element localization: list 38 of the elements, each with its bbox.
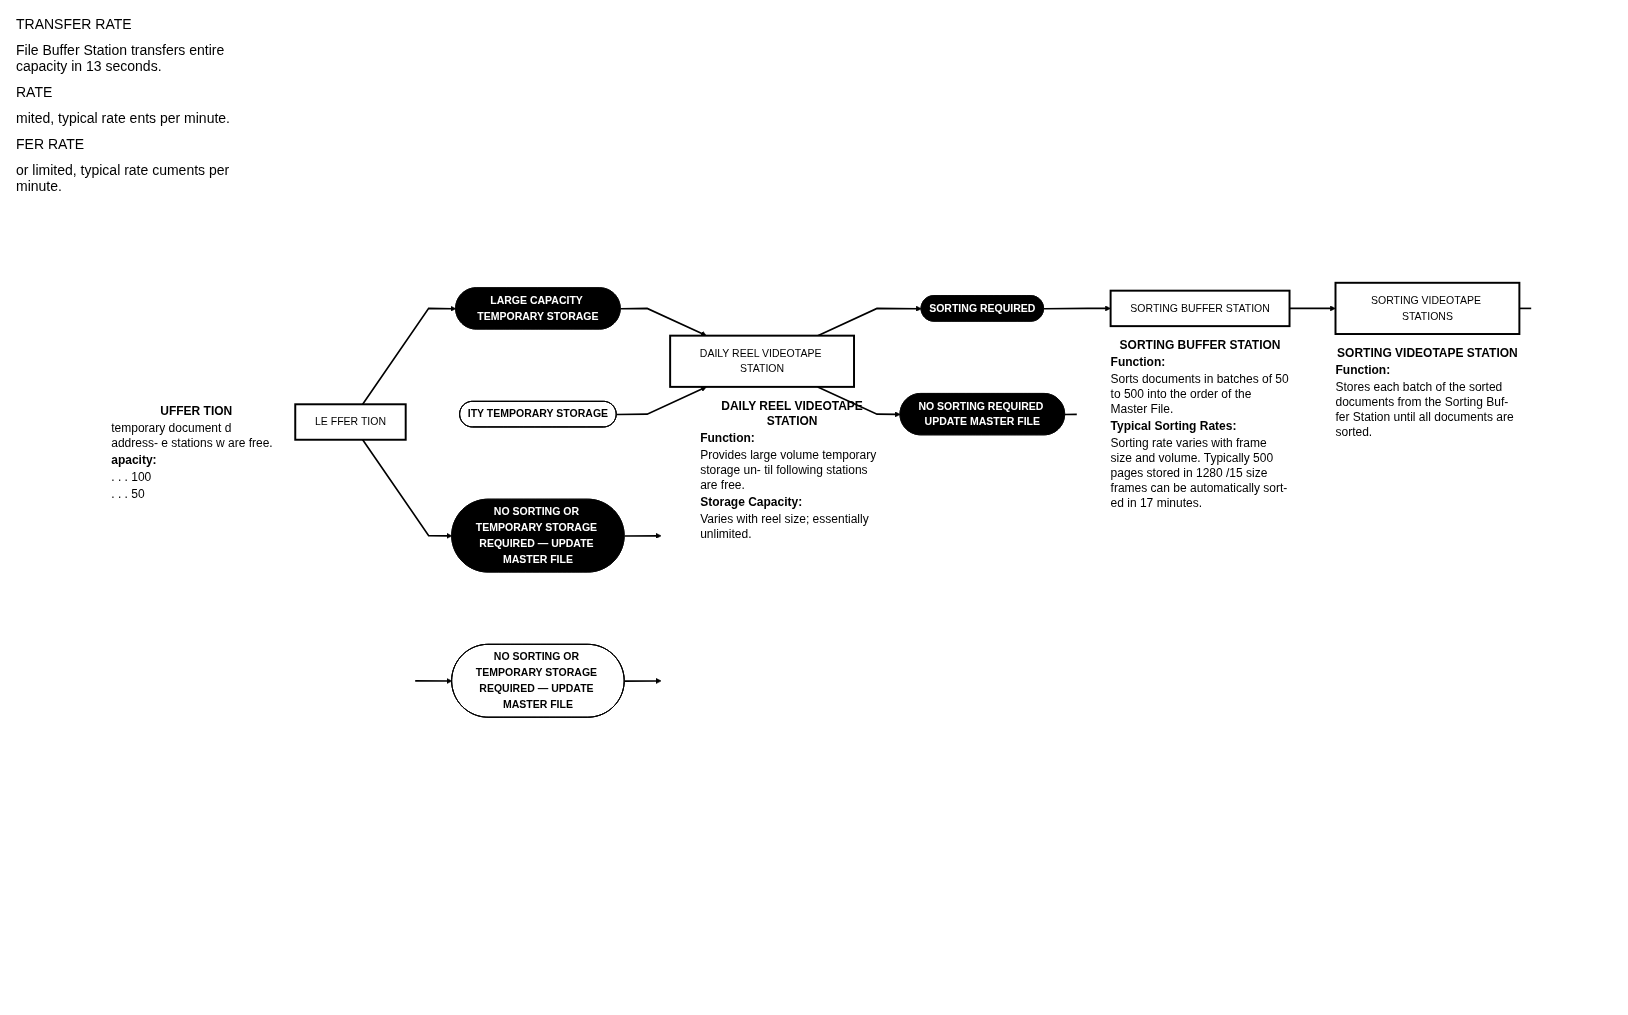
arrow xyxy=(816,386,901,418)
caption-text: Stores each batch of the sorted documents from the Sorting Buf- fer Station until all documents are sorted. xyxy=(1335,380,1515,440)
caption-text: . . . 50 xyxy=(111,487,146,503)
caption-heading: Storage Capacity: xyxy=(700,494,804,510)
caption-text: Provides large volume temporary storage un- til following stations are free. xyxy=(700,447,878,493)
arrow xyxy=(414,678,453,684)
caption-heading: Function: xyxy=(1110,355,1167,371)
caption-text: Sorts documents in batches of 50 to 500 into the order of the Master File. xyxy=(1110,372,1290,418)
arrow xyxy=(1043,305,1111,312)
caption-heading: Function: xyxy=(700,430,756,446)
node-box: DAILY REEL VIDEOTAPE STATION xyxy=(669,334,855,388)
caption-text: . . . 100 xyxy=(111,470,153,486)
arrow xyxy=(361,305,457,406)
caption-heading: SORTING VIDEOTAPE STATION xyxy=(1336,346,1519,361)
note-text: or limited, typical rate cuments per minute. xyxy=(16,162,231,194)
caption-heading: apacity: xyxy=(111,453,158,469)
note-text: FER RATE xyxy=(16,136,86,152)
arrow xyxy=(816,305,922,337)
caption-text: Sorting rate varies with frame size and volume. Typically 500 pages stored in 1280 /15 size frames can be automatically sort- ed in 17 minutes. xyxy=(1110,436,1289,512)
note-text: mited, typical rate ents per minute. xyxy=(16,110,231,126)
note-text: File Buffer Station transfers entire capacity in 13 seconds. xyxy=(16,42,226,74)
note-text: TRANSFER RATE xyxy=(16,16,133,32)
caption-heading: DAILY REEL VIDEOTAPE STATION xyxy=(720,398,864,429)
caption-heading: Function: xyxy=(1335,363,1392,378)
note-text: RATE xyxy=(16,84,54,100)
node-box: SORTING VIDEOTAPE STATIONS xyxy=(1334,281,1521,335)
node-box: SORTING BUFFER STATION xyxy=(1109,289,1291,328)
caption-heading: SORTING BUFFER STATION xyxy=(1118,338,1282,354)
arrow xyxy=(615,386,707,416)
arrow xyxy=(361,438,453,539)
caption-text: temporary document d address- e stations w are free. xyxy=(111,421,274,452)
node-box: LE FFER TION xyxy=(294,403,407,441)
caption-heading: Typical Sorting Rates: xyxy=(1110,419,1238,435)
caption-text: Varies with reel size; essentially unlimited. xyxy=(700,511,870,542)
arrow xyxy=(619,307,707,337)
arrow xyxy=(623,678,662,684)
caption-heading: UFFER TION xyxy=(159,404,234,420)
arrow xyxy=(623,533,662,539)
